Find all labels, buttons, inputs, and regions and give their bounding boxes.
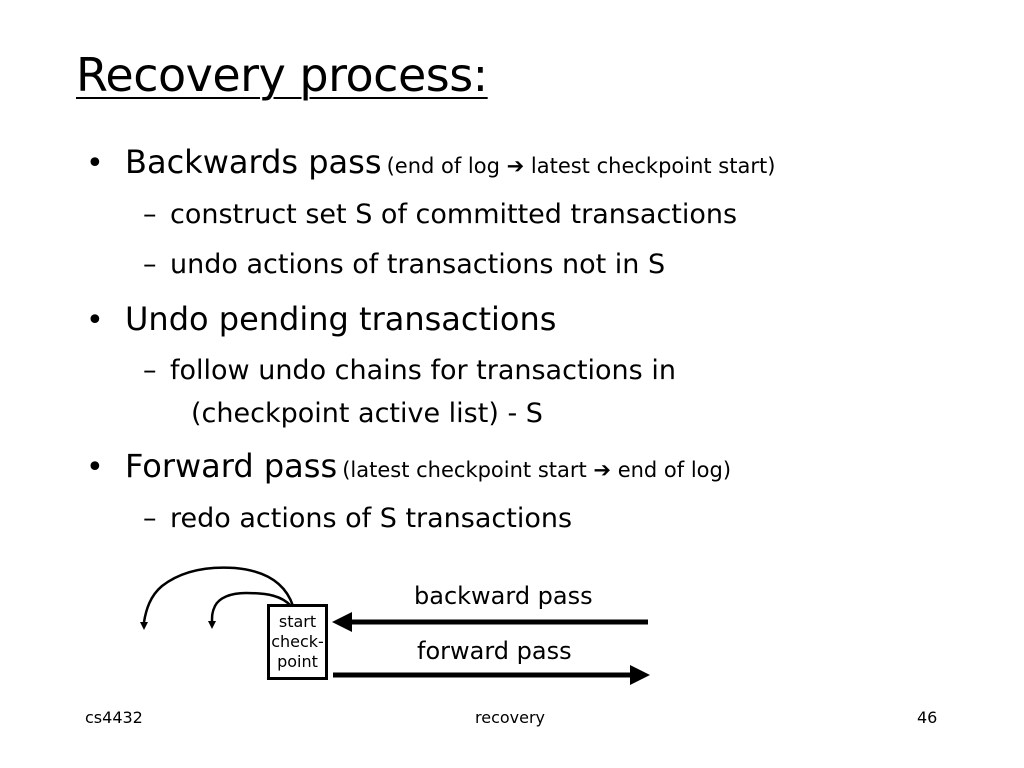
undo-chain-inner: [210, 591, 292, 623]
sub-item-continuation: (checkpoint active list) - S: [191, 398, 543, 429]
dash-marker: –: [143, 199, 157, 230]
sub-item-follow-undo-chains: follow undo chains for transactions in: [170, 355, 676, 386]
bullet-forward-pass: Forward pass (latest checkpoint start ➔ …: [125, 450, 731, 482]
footer-course: cs4432: [85, 708, 143, 727]
forward-pass-label: forward pass: [417, 637, 572, 665]
sub-item-undo-actions: undo actions of transactions not in S: [170, 249, 666, 280]
checkpoint-box-line: start: [278, 612, 317, 631]
bullet-marker: •: [86, 450, 104, 485]
bullet-note: (end of log ➔ latest checkpoint start): [386, 154, 776, 178]
footer-page-number: 46: [917, 708, 938, 727]
footer-topic: recovery: [475, 708, 546, 727]
dash-marker: –: [143, 503, 157, 534]
slide-title: Recovery process:: [76, 48, 488, 102]
bullet-marker: •: [86, 303, 104, 338]
undo-chain-inner-head: [208, 621, 216, 629]
dash-marker: –: [143, 355, 157, 386]
sub-item-construct: construct set S of committed transaction…: [170, 199, 738, 230]
bullet-marker: •: [86, 146, 104, 181]
bullet-main-text: Forward pass: [125, 447, 338, 485]
bullet-main-text: Backwards pass: [125, 143, 382, 181]
sub-item-redo-actions: redo actions of S transactions: [170, 503, 573, 534]
checkpoint-box-line: check-: [271, 632, 324, 651]
dash-marker: –: [143, 249, 157, 280]
undo-chain-outer: [142, 566, 295, 623]
bullet-undo-pending: Undo pending transactions: [125, 300, 557, 338]
backward-pass-label: backward pass: [414, 582, 593, 610]
bullet-backwards-pass: Backwards pass (end of log ➔ latest chec…: [125, 146, 775, 178]
checkpoint-box-line: point: [277, 652, 318, 671]
bullet-note: (latest checkpoint start ➔ end of log): [342, 458, 732, 482]
checkpoint-box: start check- point: [267, 604, 328, 680]
backward-arrow-head: [332, 612, 352, 632]
undo-chain-outer-head: [140, 622, 148, 630]
forward-arrow-head: [630, 665, 650, 685]
